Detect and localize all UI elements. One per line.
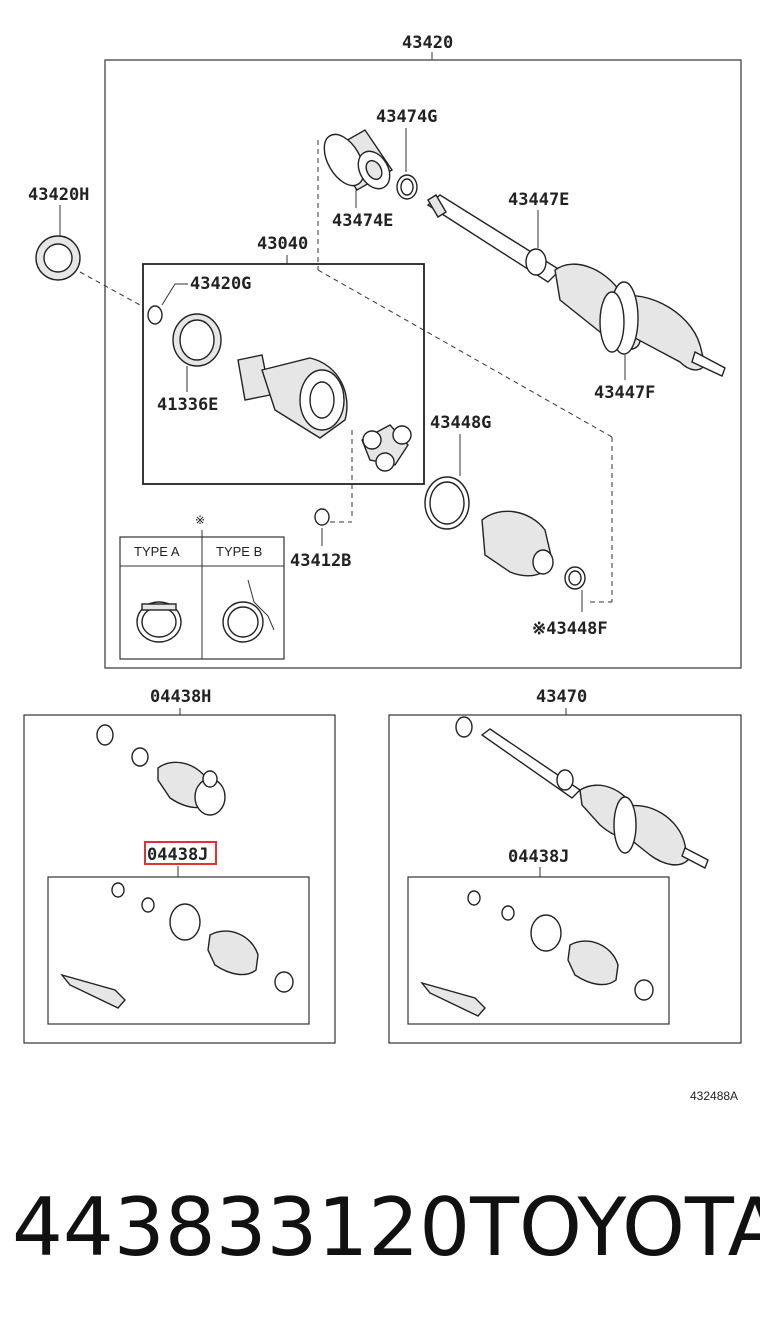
label-damper[interactable]: 43474G (376, 107, 437, 127)
kit-h-frame (23, 714, 336, 1044)
small-clamp-icon (396, 174, 418, 200)
inner-boot-icon (481, 510, 554, 577)
label-kit-h[interactable]: 04438H (150, 687, 211, 707)
label-kit-j-left[interactable]: 04438J (147, 845, 208, 865)
footer: 443833120 TOYOTA (12, 1181, 760, 1274)
label-bearing-left[interactable]: 43420H (28, 185, 89, 205)
label-inner-joint[interactable]: 43040 (257, 234, 308, 254)
clamp-type-b-icon (222, 579, 275, 643)
label-outer-clamp-top[interactable]: 43447E (508, 190, 569, 210)
joint-housing-icon (237, 354, 348, 439)
kit-j-left-parts-icon (60, 882, 294, 1009)
damper-icon (323, 129, 394, 191)
inner-joint-frame (142, 263, 425, 485)
label-damper-body[interactable]: 43474E (332, 211, 393, 231)
label-snap-ring-bottom[interactable]: 43412B (290, 551, 351, 571)
footer-part-number: 443833120 (12, 1181, 471, 1274)
label-assy-right[interactable]: 43470 (536, 687, 587, 707)
footer-brand: TOYOTA (470, 1181, 760, 1274)
snap-ring-icon (147, 305, 163, 325)
assembly-frame (104, 59, 742, 669)
inner-ring-icon (172, 313, 222, 367)
large-clamp-icon (424, 476, 470, 530)
label-kit-j-right[interactable]: 04438J (508, 847, 569, 867)
tripod-icon (361, 424, 412, 472)
kit-j-right-frame (407, 876, 670, 1025)
label-assembly[interactable]: 43420 (402, 33, 453, 53)
legend-mark: ※ (195, 513, 205, 527)
label-inner-clamp-small[interactable]: ※43448F (532, 619, 608, 639)
small-clamp-bottom-icon (564, 566, 586, 590)
kit-j-right-parts-icon (420, 890, 654, 1017)
snap-ring-bottom-icon (314, 508, 330, 526)
legend-type-a: TYPE A (134, 544, 180, 559)
assy-right-frame (388, 714, 742, 1044)
label-snap-ring-top[interactable]: 43420G (190, 274, 251, 294)
drive-shaft-icon (426, 194, 726, 377)
assy-right-shaft-icon (455, 716, 709, 869)
legend-type-b: TYPE B (216, 544, 262, 559)
label-outer-clamp-bottom[interactable]: 43447F (594, 383, 655, 403)
bearing-icon (35, 235, 81, 281)
kit-j-left-frame (47, 876, 310, 1025)
clamp-type-a-icon (136, 601, 182, 643)
label-inner-ring[interactable]: 41336E (157, 395, 218, 415)
diagram-code: 432488A (690, 1089, 738, 1103)
kit-h-parts-icon (96, 724, 226, 816)
highlight-box (144, 841, 217, 865)
label-inner-clamp-large[interactable]: 43448G (430, 413, 491, 433)
parts-diagram: 43420 43420H 43474G 43474E 43447E 43447F (23, 33, 742, 1103)
